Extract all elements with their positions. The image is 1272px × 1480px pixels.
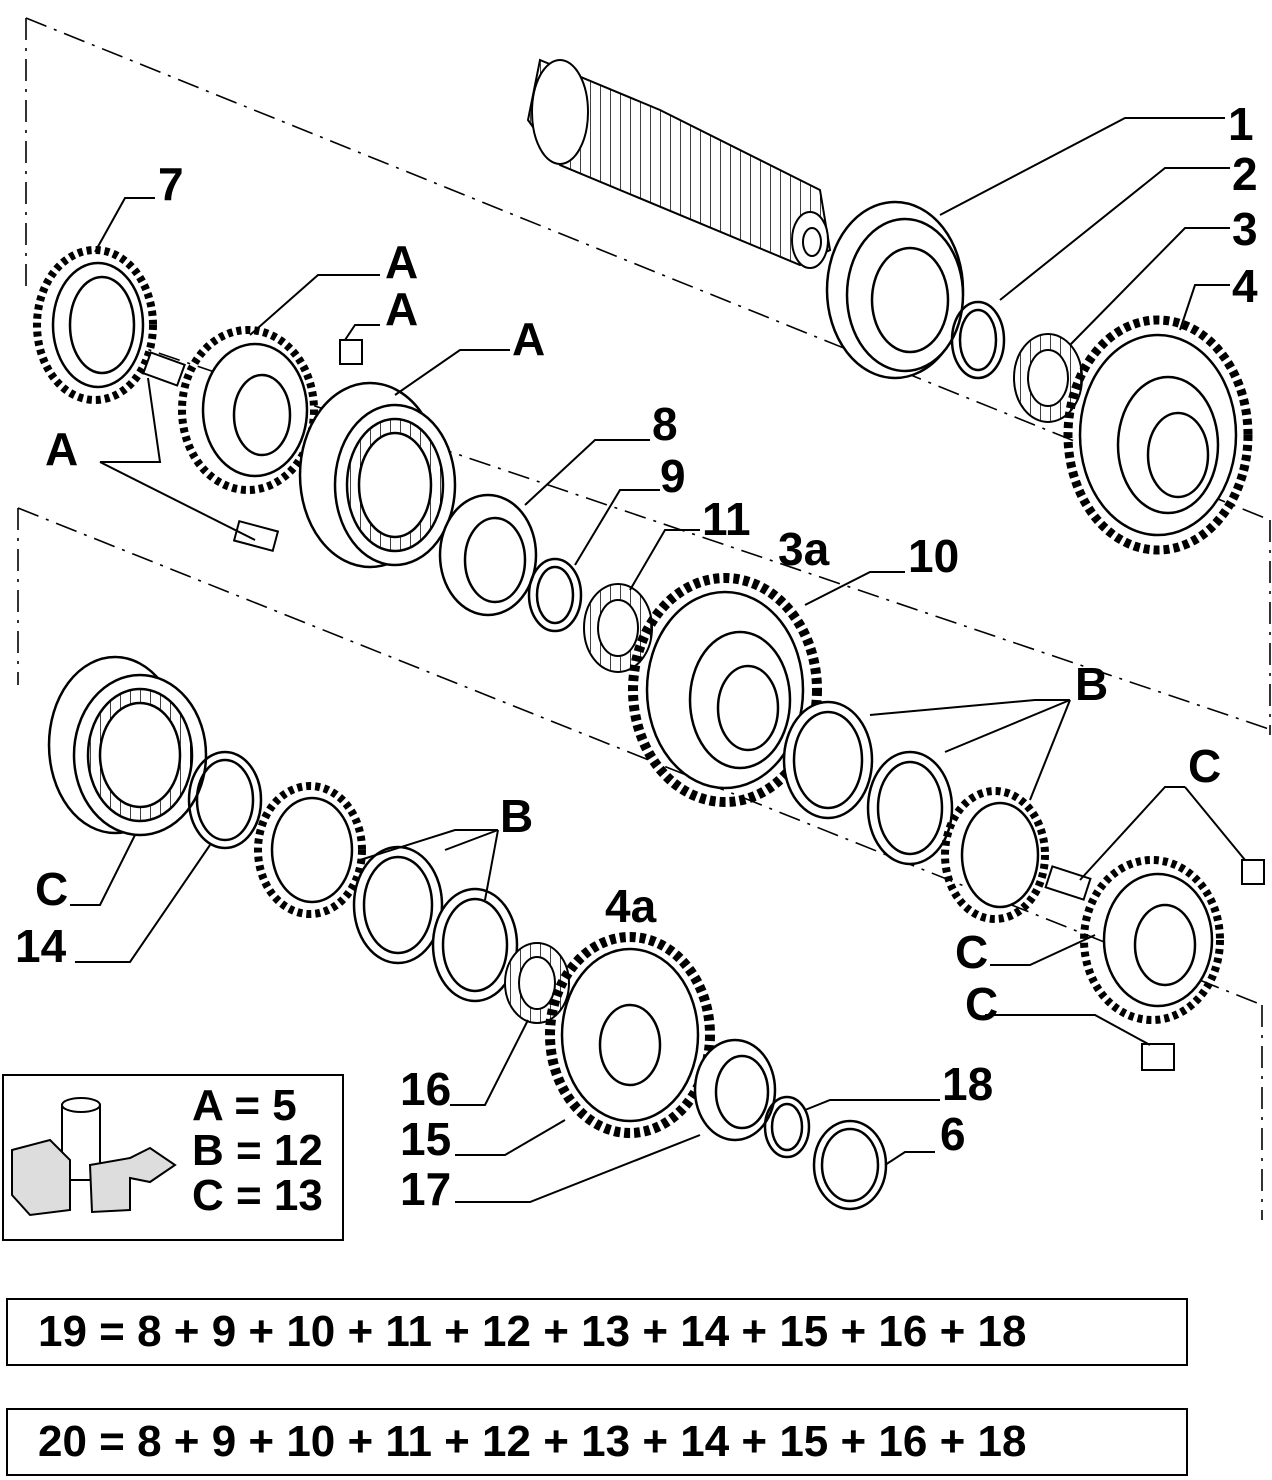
callout-B-2: B: [500, 790, 533, 842]
callout-A-3: A: [512, 313, 545, 365]
bearing-1: [825, 200, 965, 380]
sliding-sleeve-A: [298, 381, 457, 569]
kit-formula-20: 20 = 8 + 9 + 10 + 11 + 12 + 13 + 14 + 15…: [6, 1408, 1188, 1476]
callout-labels: 1 2 3 4 7 A A A A 8 9 11 3a 10 B C C 14 …: [15, 98, 1258, 1215]
key-A-2: [339, 339, 363, 365]
circlip-9: [527, 557, 583, 633]
callout-C-2: C: [35, 863, 68, 915]
synchro-hub-C: [1080, 856, 1224, 1024]
key-C-3: [1141, 1043, 1175, 1071]
gear-3a: [628, 573, 822, 807]
ring-6: [812, 1119, 888, 1211]
leader-lines: [70, 117, 1246, 1203]
legend-box: A = 5 B = 12 C = 13: [2, 1074, 344, 1241]
kit-formula-19: 19 = 8 + 9 + 10 + 11 + 12 + 13 + 14 + 15…: [6, 1298, 1188, 1366]
callout-17: 17: [400, 1163, 451, 1215]
callout-A-2: A: [385, 283, 418, 335]
legend-a: A = 5: [192, 1081, 297, 1130]
callout-11: 11: [702, 493, 751, 545]
circlip-2: [950, 300, 1006, 380]
callout-15: 15: [400, 1113, 451, 1165]
callout-10: 10: [908, 530, 959, 582]
callout-18: 18: [942, 1058, 993, 1110]
callout-2: 2: [1232, 148, 1258, 200]
legend-c: C = 13: [192, 1171, 323, 1220]
synchro-rings-B-lower: [254, 782, 519, 1003]
callout-A-4: A: [45, 423, 78, 475]
callout-C-3: C: [955, 926, 988, 978]
callout-16: 16: [400, 1063, 451, 1115]
callout-14: 14: [15, 920, 67, 972]
callout-A-1: A: [385, 236, 418, 288]
key-A-3: [232, 519, 280, 553]
synchro-hub-A: [178, 326, 318, 494]
bearing-17: [693, 1038, 777, 1142]
synchro-rings-B-upper: [782, 700, 1049, 923]
callout-6: 6: [940, 1108, 966, 1160]
input-shaft: [526, 58, 832, 269]
circlip-18: [763, 1095, 811, 1159]
needle-bearing-11: [583, 583, 653, 673]
sliding-sleeve-C: [47, 655, 208, 837]
callout-C-4: C: [965, 978, 998, 1030]
callout-C-1: C: [1188, 740, 1221, 792]
callout-9: 9: [660, 450, 686, 502]
callout-3a: 3a: [778, 523, 830, 575]
fiat-parts-kit-icon: [11, 1097, 177, 1217]
gear-4: [1063, 315, 1253, 555]
callout-8: 8: [652, 398, 678, 450]
callout-1: 1: [1228, 98, 1254, 150]
callout-4: 4: [1232, 260, 1258, 312]
callout-B-1: B: [1075, 658, 1108, 710]
assembly-guide-lines: [17, 17, 1272, 1220]
bush-8: [438, 493, 538, 617]
legend-b: B = 12: [192, 1126, 323, 1175]
key-C-1: [1044, 865, 1092, 901]
ring-14: [187, 750, 263, 850]
key-A-1: [142, 351, 186, 387]
key-C-2: [1241, 859, 1265, 885]
gear-4a: [545, 932, 715, 1138]
callout-4a: 4a: [605, 880, 657, 932]
callout-7: 7: [158, 158, 184, 210]
synchro-ring-7: [33, 246, 157, 404]
needle-bearing-3: [1013, 333, 1083, 423]
callout-3: 3: [1232, 203, 1258, 255]
